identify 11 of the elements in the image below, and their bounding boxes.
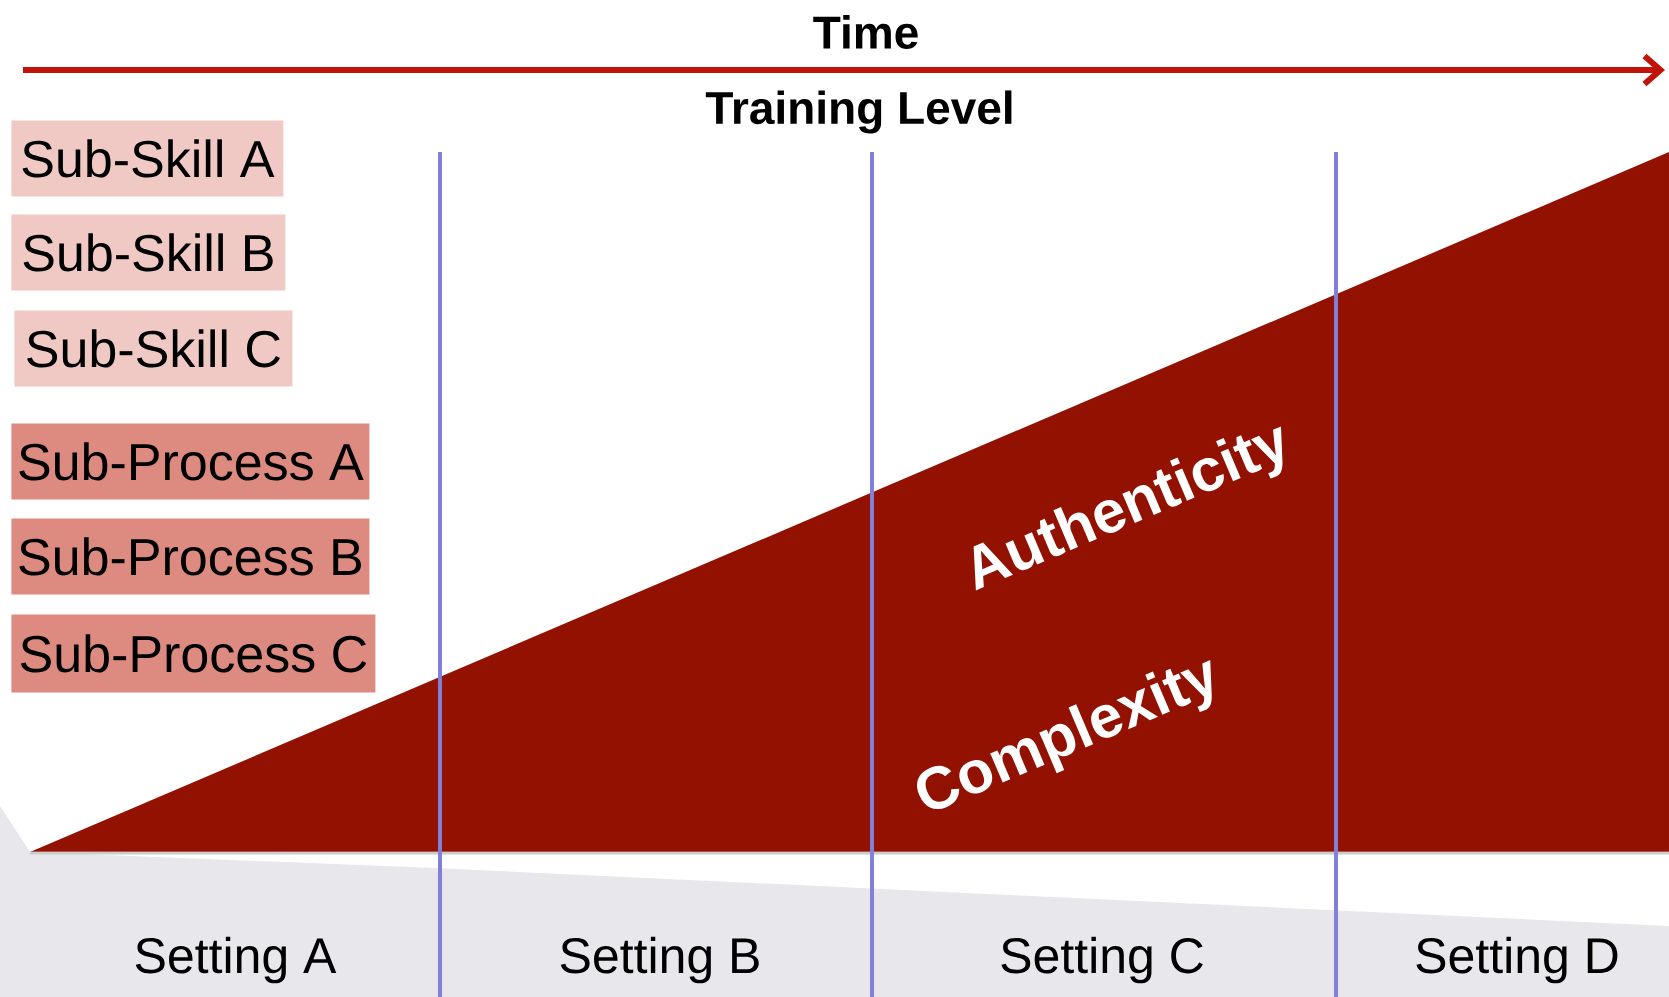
sub-process-box: Sub-Process A <box>11 423 370 500</box>
axis-label: Time <box>813 15 918 49</box>
setting-label: Setting D <box>1416 936 1618 984</box>
sub-skill-box: Sub-Skill A <box>11 120 284 197</box>
sub-skill-box: Sub-Skill B <box>11 214 286 291</box>
sub-process-box: Sub-Process B <box>11 518 370 595</box>
sub-process-box: Sub-Process C <box>11 614 376 693</box>
sub-skill-box: Sub-Skill C <box>14 310 293 387</box>
setting-label: Setting C <box>1001 936 1203 984</box>
setting-label: Setting B <box>560 936 759 984</box>
setting-label: Setting A <box>135 936 337 984</box>
